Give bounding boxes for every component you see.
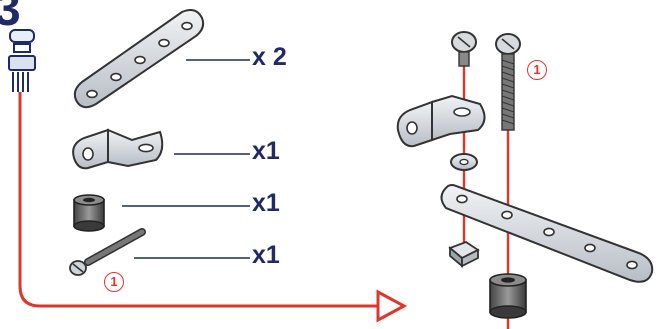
flow-arrow bbox=[18, 92, 378, 308]
bolt-callout-badge: 1 bbox=[104, 272, 124, 292]
assembly-bracket-icon bbox=[396, 94, 486, 148]
bolt-icon bbox=[69, 228, 146, 276]
assembly-spacer-icon bbox=[489, 273, 527, 319]
washer-icon bbox=[450, 153, 478, 171]
spacer-icon bbox=[73, 194, 105, 232]
step-number: 3 bbox=[0, 0, 21, 36]
quantity-spacer: x1 bbox=[252, 189, 280, 217]
quantity-bolt: x1 bbox=[252, 241, 280, 269]
assembly-view bbox=[396, 31, 654, 329]
quantity-angle-bracket: x1 bbox=[252, 137, 280, 165]
quantity-flat-strip: x 2 bbox=[252, 43, 287, 71]
arrow-head-icon bbox=[376, 289, 408, 323]
long-bolt-icon bbox=[495, 33, 521, 131]
connector-icon bbox=[8, 29, 36, 92]
assembly-callout-badge: 1 bbox=[527, 60, 547, 80]
angle-bracket-icon bbox=[72, 128, 164, 170]
short-bolt-icon bbox=[451, 31, 477, 67]
square-nut-icon bbox=[448, 240, 480, 268]
flat-strip-icon bbox=[73, 9, 205, 109]
assembly-strip-icon bbox=[440, 184, 654, 283]
